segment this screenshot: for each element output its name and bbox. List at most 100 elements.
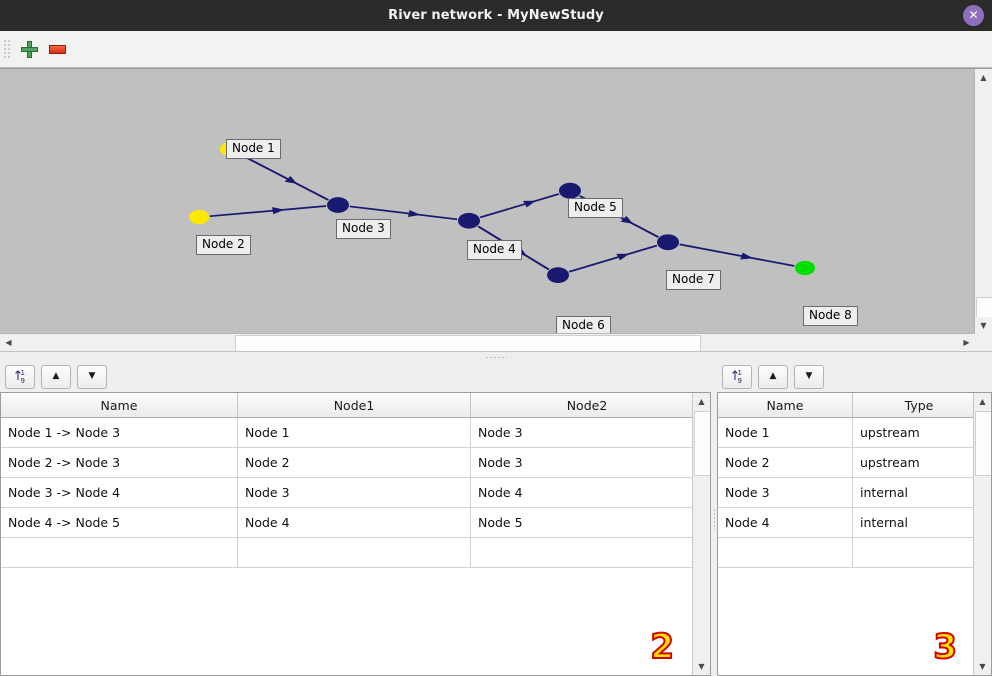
table-cell[interactable] [852,537,974,568]
table-cell[interactable]: internal [852,507,974,538]
table-cell[interactable] [470,537,693,568]
remove-node-button[interactable] [43,35,71,63]
node-label-n7[interactable]: Node 7 [666,270,721,290]
nodes-table-scrollbar[interactable]: ▲ ▼ [973,393,991,675]
graph-edge[interactable] [479,193,560,219]
scroll-left-icon[interactable]: ◀ [0,334,17,351]
table-cell[interactable]: Node 1 [718,417,853,448]
scroll-up-icon[interactable]: ▲ [975,69,992,86]
graph-node-n5[interactable] [559,182,581,199]
links-scroll-thumb[interactable] [694,411,710,476]
add-node-button[interactable] [15,35,43,63]
column-header-type[interactable]: Type [852,393,974,418]
graph-node-n8[interactable] [795,260,815,276]
graph-node-n6[interactable] [547,267,569,284]
annotation-3: 3 [932,626,958,668]
node-label-n1[interactable]: Node 1 [226,139,281,159]
table-cell[interactable] [237,537,471,568]
scroll-down-icon[interactable]: ▼ [693,658,710,675]
table-row[interactable] [1,537,693,568]
links-move-up-button[interactable]: ▲ [41,364,71,389]
table-cell[interactable] [1,537,238,568]
nodes-move-down-button[interactable]: ▼ [794,364,824,389]
node-label-n8[interactable]: Node 8 [803,306,858,326]
graph-vertical-scrollbar[interactable]: ▲ ▼ [974,69,992,351]
links-move-down-button[interactable]: ▼ [77,364,107,389]
graph-edge[interactable] [238,153,329,201]
scroll-right-icon[interactable]: ▶ [958,334,975,351]
table-cell[interactable]: Node 2 [237,447,471,478]
graph-node-n3[interactable] [327,197,349,213]
node-label-n3[interactable]: Node 3 [336,219,391,239]
table-cell[interactable]: Node 4 [470,477,693,508]
table-cell[interactable]: upstream [852,417,974,448]
table-cell[interactable]: Node 3 -> Node 4 [1,477,238,508]
table-cell[interactable]: Node 3 [470,447,693,478]
graph-hscroll-thumb[interactable] [235,335,701,351]
node-label-n2[interactable]: Node 2 [196,235,251,255]
graph-node-n4[interactable] [458,212,480,229]
column-header-name[interactable]: Name [1,393,238,418]
table-cell[interactable]: Node 4 [237,507,471,538]
triangle-down-icon: ▼ [88,371,96,381]
window-title: River network - MyNewStudy [388,8,604,23]
table-cell[interactable]: Node 2 [718,447,853,478]
vertical-splitter[interactable] [711,361,717,676]
table-cell[interactable] [718,537,853,568]
edge-arrow-icon [407,209,421,217]
node-label-n4[interactable]: Node 4 [467,240,522,260]
graph-edge[interactable] [679,243,795,267]
graph-edge[interactable] [568,244,658,273]
table-cell[interactable]: Node 1 [237,417,471,448]
horizontal-splitter[interactable] [0,351,992,361]
scroll-down-icon[interactable]: ▼ [974,658,991,675]
table-cell[interactable]: Node 4 -> Node 5 [1,507,238,538]
graph-node-n2[interactable] [189,210,209,225]
column-header-node1[interactable]: Node1 [237,393,471,418]
scroll-up-icon[interactable]: ▲ [693,393,710,410]
graph-horizontal-scrollbar[interactable]: ◀ ▶ [0,333,975,351]
graph-canvas-area[interactable]: Node 1 Node 2 Node 3 Node 4 Node 5 Node 6 Node… [0,68,992,351]
table-cell[interactable]: Node 2 -> Node 3 [1,447,238,478]
node-label-n5[interactable]: Node 5 [568,198,623,218]
table-cell[interactable]: Node 3 [237,477,471,508]
column-header-node2[interactable]: Node2 [470,393,693,418]
table-row[interactable] [718,537,974,568]
table-cell[interactable]: Node 3 [718,477,853,508]
links-table-scrollbar[interactable]: ▲ ▼ [692,393,710,675]
column-header-name[interactable]: Name [718,393,853,418]
node-label-n6[interactable]: Node 6 [556,316,611,336]
table-cell[interactable]: Node 5 [470,507,693,538]
table-cell[interactable]: Node 1 -> Node 3 [1,417,238,448]
table-cell[interactable]: upstream [852,447,974,478]
graph-node-n7[interactable] [657,234,679,251]
network-graph[interactable] [0,69,992,351]
toolbar-grip[interactable] [3,39,11,59]
nodes-move-up-button[interactable]: ▲ [758,364,788,389]
nodes-scroll-thumb[interactable] [975,411,991,476]
graph-edge[interactable] [349,205,458,221]
table-cell[interactable]: Node 4 [718,507,853,538]
close-icon[interactable]: ✕ [963,5,984,26]
table-cell[interactable]: Node 3 [470,417,693,448]
scroll-up-icon[interactable]: ▲ [974,393,991,410]
scroll-down-icon[interactable]: ▼ [975,317,992,334]
graph-edge[interactable] [209,205,327,218]
table-cell[interactable]: internal [852,477,974,508]
